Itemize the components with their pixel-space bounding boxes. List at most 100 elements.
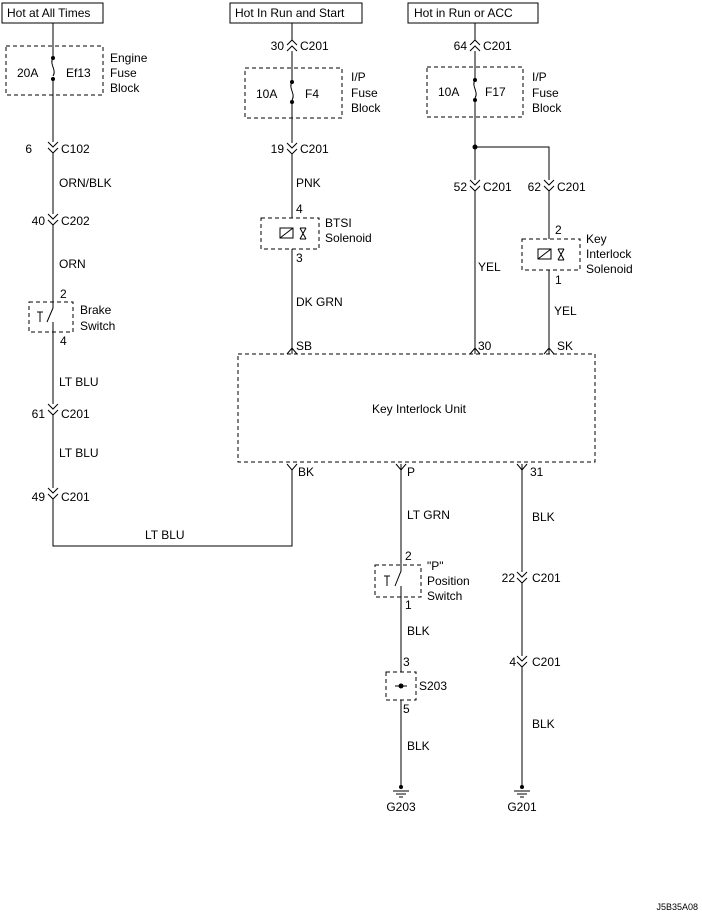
circuit-ground-31: BLK 22 C201 4 C201 BLK G201	[502, 464, 561, 814]
component-label-line: Solenoid	[586, 262, 633, 276]
component-label-line: "P"	[427, 559, 444, 573]
wire-color-label: LT GRN	[407, 508, 450, 522]
connector-pin: 49	[32, 490, 46, 504]
wire-color-label: BLK	[407, 739, 430, 753]
unit-pin-label: 30	[478, 339, 492, 353]
fuse-rating: 10A	[438, 85, 459, 99]
fuse-block-label-line: Engine	[110, 51, 148, 65]
ground-g203-icon	[393, 790, 409, 798]
btsi-solenoid-housing	[260, 217, 320, 250]
brake-switch-housing	[28, 301, 74, 333]
fuse-block-label-line: Block	[532, 101, 562, 115]
wire-color-label: DK GRN	[296, 295, 343, 309]
solenoid-pin-bottom: 3	[296, 251, 303, 265]
brake-switch-icon	[37, 302, 54, 332]
fuse-block-f4	[244, 67, 343, 119]
connector-pin: 30	[271, 39, 285, 53]
fuse-block-label-line: Fuse	[532, 86, 559, 100]
connector-pin: 61	[32, 407, 46, 421]
connector-name: C201	[61, 407, 90, 421]
unit-pin-bk-icon	[286, 463, 298, 471]
fuse-block-label-line: Fuse	[351, 86, 378, 100]
fuse-block-label-line: I/P	[532, 70, 547, 84]
p-position-switch-housing	[374, 564, 422, 598]
connector-name: C202	[61, 214, 90, 228]
connector-name: C102	[61, 142, 90, 156]
circuit-brake-switch: 20A Ef13 Engine Fuse Block 6 C102 ORN/BL…	[5, 23, 293, 547]
wire-color-label: YEL	[554, 304, 577, 318]
connector-pin: 40	[32, 214, 46, 228]
power-source-hot-in-run-and-start: Hot In Run and Start	[229, 2, 363, 24]
fuse-block-label-line: Block	[351, 101, 381, 115]
circuit-btsi-solenoid: 30 C201 10A F4 I/P Fuse Block 19 C201 PN…	[244, 23, 381, 354]
connector-c102-icon	[47, 141, 59, 154]
component-label-line: BTSI	[325, 216, 352, 230]
component-label-line: Switch	[80, 319, 115, 333]
connector-pin: 4	[509, 655, 516, 669]
fuse-ef13-icon	[51, 57, 55, 77]
connector-c201-icon	[286, 142, 298, 155]
connector-name: C201	[532, 571, 561, 585]
power-source-hot-in-run-or-acc: Hot in Run or ACC	[407, 2, 539, 24]
connector-c201-icon	[543, 179, 555, 192]
key-interlock-unit: Key Interlock Unit SB 30 SK BK P 31	[237, 339, 596, 479]
wire-color-label: BLK	[532, 717, 555, 731]
component-label-line: Interlock	[586, 247, 632, 261]
fuse-name: F17	[485, 85, 506, 99]
unit-pin-label: BK	[298, 465, 314, 479]
connector-c201-icon	[47, 487, 59, 500]
switch-pin-bottom: 4	[60, 334, 67, 348]
solenoid-pin-top: 2	[555, 223, 562, 237]
unit-pin-sb-icon	[286, 347, 298, 355]
circuit-key-interlock-solenoid: 64 C201 10A F17 I/P Fuse Block 52 C201 Y…	[426, 23, 633, 354]
key-interlock-solenoid-housing	[521, 238, 581, 271]
solenoid-symbol-icon	[537, 248, 565, 261]
component-label-line: Position	[427, 574, 470, 588]
component-label-line: Solenoid	[325, 231, 372, 245]
unit-pin-30-icon	[469, 347, 481, 355]
fuse-f17-icon	[473, 79, 477, 99]
wire-color-label: ORN	[59, 257, 86, 271]
wire-color-label: BLK	[532, 510, 555, 524]
fuse-name: Ef13	[66, 66, 91, 80]
fuse-block-ef13	[5, 45, 104, 96]
power-source-label: Hot in Run or ACC	[414, 6, 513, 20]
splice-pin-bottom: 5	[403, 702, 410, 716]
wire-color-label: BLK	[407, 624, 430, 638]
connector-pin: 52	[454, 180, 468, 194]
solenoid-pin-top: 4	[296, 202, 303, 216]
ground-g201-icon	[514, 790, 530, 798]
unit-pin-sk-icon	[543, 347, 555, 355]
fuse-block-label-line: Fuse	[110, 66, 137, 80]
fuse-rating: 10A	[256, 87, 277, 101]
connector-c201-icon	[47, 403, 59, 416]
power-source-label: Hot at All Times	[7, 6, 90, 20]
splice-pin-top: 3	[403, 655, 410, 669]
connector-name: C201	[61, 490, 90, 504]
connector-name: C201	[300, 39, 329, 53]
power-source-label: Hot In Run and Start	[235, 6, 345, 20]
connector-c201-icon	[286, 39, 298, 52]
connector-name: C201	[300, 142, 329, 156]
wire-color-label: ORN/BLK	[59, 176, 112, 190]
wire-color-label: LT BLU	[59, 375, 99, 389]
component-label-line: Key	[586, 232, 607, 246]
unit-pin-label: P	[407, 465, 415, 479]
p-position-switch-icon	[384, 565, 402, 597]
connector-c202-icon	[47, 213, 59, 226]
key-interlock-unit-label: Key Interlock Unit	[372, 402, 467, 416]
splice-label: S203	[419, 679, 447, 693]
ground-label: G203	[386, 800, 416, 814]
switch-pin-top: 2	[405, 549, 412, 563]
fuse-f4-icon	[290, 81, 294, 101]
connector-pin: 6	[25, 142, 32, 156]
connector-pin: 22	[502, 571, 516, 585]
connector-c201-icon	[469, 39, 481, 52]
fuse-block-label-line: I/P	[351, 70, 366, 84]
solenoid-symbol-icon	[279, 227, 307, 240]
connector-name: C201	[483, 180, 512, 194]
fuse-rating: 20A	[17, 66, 38, 80]
fuse-name: F4	[305, 87, 319, 101]
connector-pin: 62	[528, 180, 542, 194]
